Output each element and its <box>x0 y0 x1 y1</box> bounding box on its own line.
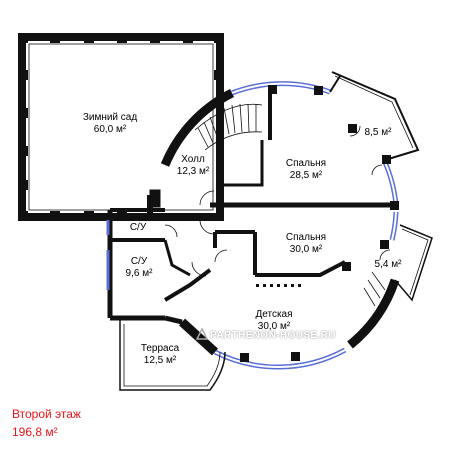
watermark-text: PARTHENON-HOUSE.RU <box>210 330 336 341</box>
hall-area: 12,3 м² <box>176 166 210 177</box>
hall-label: Холл 12,3 м² <box>177 154 209 178</box>
balcony-upper <box>329 71 420 161</box>
kids-room-area: 30,0 м² <box>257 321 291 332</box>
terrace-outline <box>119 320 226 391</box>
kids-room-label: Детская 30,0 м² <box>255 309 292 333</box>
balcony-1-label: 8,5 м² <box>365 127 392 139</box>
balcony-1-area: 8,5 м² <box>364 127 392 138</box>
balcony-2-label: 5,4 м² <box>375 259 402 271</box>
balustrade <box>256 284 301 287</box>
bedroom-1-label: Спальня 28,5 м² <box>286 158 326 182</box>
winter-garden-name: Зимний сад <box>82 112 138 123</box>
terrace-name: Терраса <box>140 343 180 354</box>
bedroom-2-label: Спальня 30,0 м² <box>286 232 326 256</box>
winter-garden-walls <box>18 33 224 221</box>
terrace-label: Терраса 12,5 м² <box>141 343 179 367</box>
winter-garden-label: Зимний сад 60,0 м² <box>83 112 137 136</box>
wc-2-label: С/У 9,6 м² <box>126 256 153 280</box>
staircase <box>194 103 263 151</box>
bedroom-1-area: 28,5 м² <box>289 170 323 181</box>
bedroom-1-name: Спальня <box>285 158 327 169</box>
bedroom-2-name: Спальня <box>285 232 327 243</box>
floor-name: Второй этаж <box>12 407 81 421</box>
wc-2-name: С/У <box>130 256 148 267</box>
interior-walls <box>106 94 396 325</box>
terrace-area: 12,5 м² <box>143 355 177 366</box>
door-swings <box>164 125 391 277</box>
kids-room-name: Детская <box>255 309 293 320</box>
wc-1-name: С/У <box>129 222 147 233</box>
winter-garden-area: 60,0 м² <box>93 124 127 135</box>
wc-2-area: 9,6 м² <box>125 268 153 279</box>
floor-area: 196,8 м² <box>12 425 58 439</box>
hall-name: Холл <box>181 154 205 165</box>
watermark-logo-icon <box>195 327 209 340</box>
bedroom-2-area: 30,0 м² <box>289 244 323 255</box>
wc-1-label: С/У <box>130 222 146 234</box>
balcony-2-area: 5,4 м² <box>374 259 402 270</box>
balcony-lower <box>363 224 433 307</box>
